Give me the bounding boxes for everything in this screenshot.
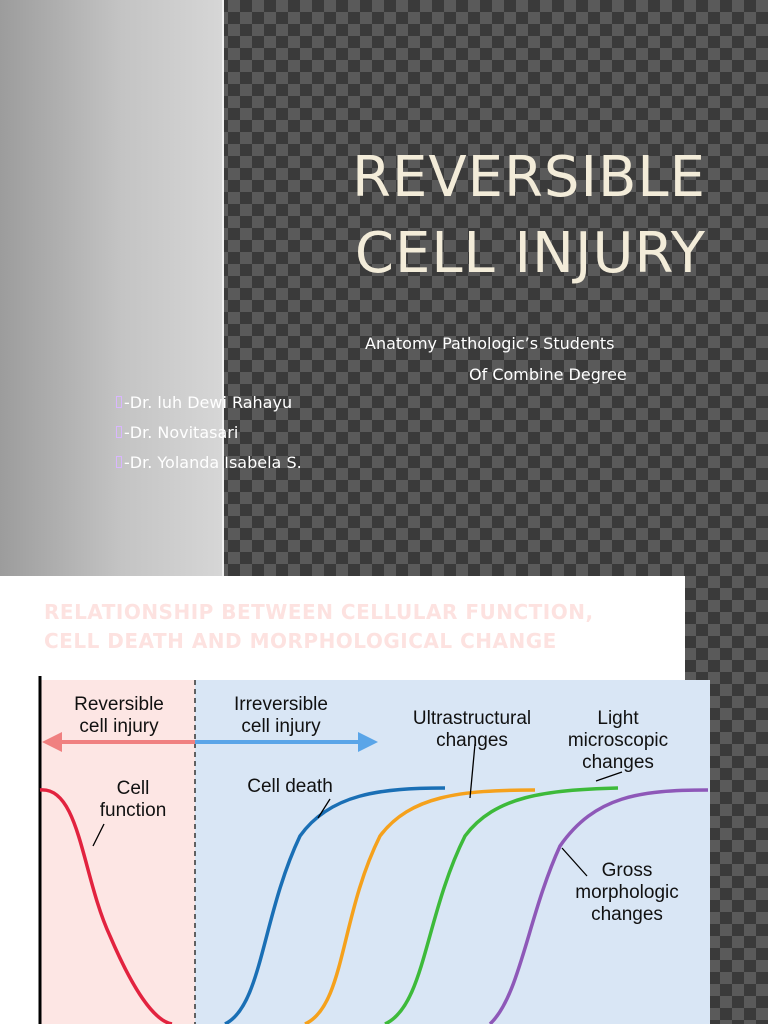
left-gradient-panel [0,0,224,576]
author-item: -Dr. Yolanda Isabela S. [116,448,302,478]
heading-line-1: RELATIONSHIP BETWEEN CELLULAR FUNCTION, [44,600,594,624]
author-item: -Dr. luh Dewi Rahayu [116,388,302,418]
irreversible-zone [195,680,710,1024]
gross-morphologic-curve [488,788,709,1024]
irreversible-arrow-head [358,732,378,752]
bullet-icon [116,456,122,468]
light-microscopic-curve [384,786,619,1024]
light-leader [595,771,623,782]
author-item: -Dr. Novitasari [116,418,302,448]
title-slide: REVERSIBLE CELL INJURY Anatomy Pathologi… [0,0,768,576]
cell-death-label: Cell death [247,776,333,797]
ultrastructural-leader [469,743,476,799]
irreversible-label-line1: Irreversible [234,694,328,715]
author-name: -Dr. luh Dewi Rahayu [124,393,293,412]
author-name: -Dr. Yolanda Isabela S. [124,453,302,472]
reversible-label-line1: Reversible [74,694,164,715]
gross-leader [561,847,588,877]
reversible-label-line2: cell injury [79,716,159,737]
subtitle: Anatomy Pathologic’s Students Of Combine… [365,328,665,390]
author-list: -Dr. luh Dewi Rahayu -Dr. Novitasari -Dr… [116,388,302,478]
subtitle-line-1: Anatomy Pathologic’s Students [365,334,615,353]
irreversible-label-line2: cell injury [241,716,321,737]
cell-function-leader [92,823,105,847]
reversible-zone [40,680,195,1024]
slide-title: REVERSIBLE CELL INJURY [352,140,706,292]
author-name: -Dr. Novitasari [124,423,239,442]
gross-label-line1: Gross [602,860,653,881]
light-label-line2: microscopic [568,730,668,751]
cell-function-curve [39,788,173,1024]
cell-function-label-line1: Cell [117,778,150,799]
diagram-slide: RELATIONSHIP BETWEEN CELLULAR FUNCTION, … [0,576,768,1024]
gross-label-line2: morphologic [575,882,679,903]
cell-injury-diagram: Reversible cell injury Irreversible cell… [38,676,710,1024]
light-label-line1: Light [597,708,639,729]
bullet-icon [116,396,122,408]
reversible-arrow-head [42,732,62,752]
cell-death-leader [317,798,331,819]
cell-death-curve [224,786,446,1024]
bullet-icon [116,426,122,438]
ultrastructural-label-line2: changes [436,730,508,751]
heading-line-2: CELL DEATH AND MORPHOLOGICAL CHANGE [44,629,557,653]
cell-function-label-line2: function [100,800,167,821]
gross-label-line3: changes [591,904,663,925]
slide-heading: RELATIONSHIP BETWEEN CELLULAR FUNCTION, … [44,598,594,656]
ultrastructural-label-line1: Ultrastructural [413,708,531,729]
subtitle-line-2: Of Combine Degree [469,365,627,384]
title-line-1: REVERSIBLE [352,145,706,210]
light-label-line3: changes [582,752,654,773]
title-line-2: CELL INJURY [354,221,706,286]
